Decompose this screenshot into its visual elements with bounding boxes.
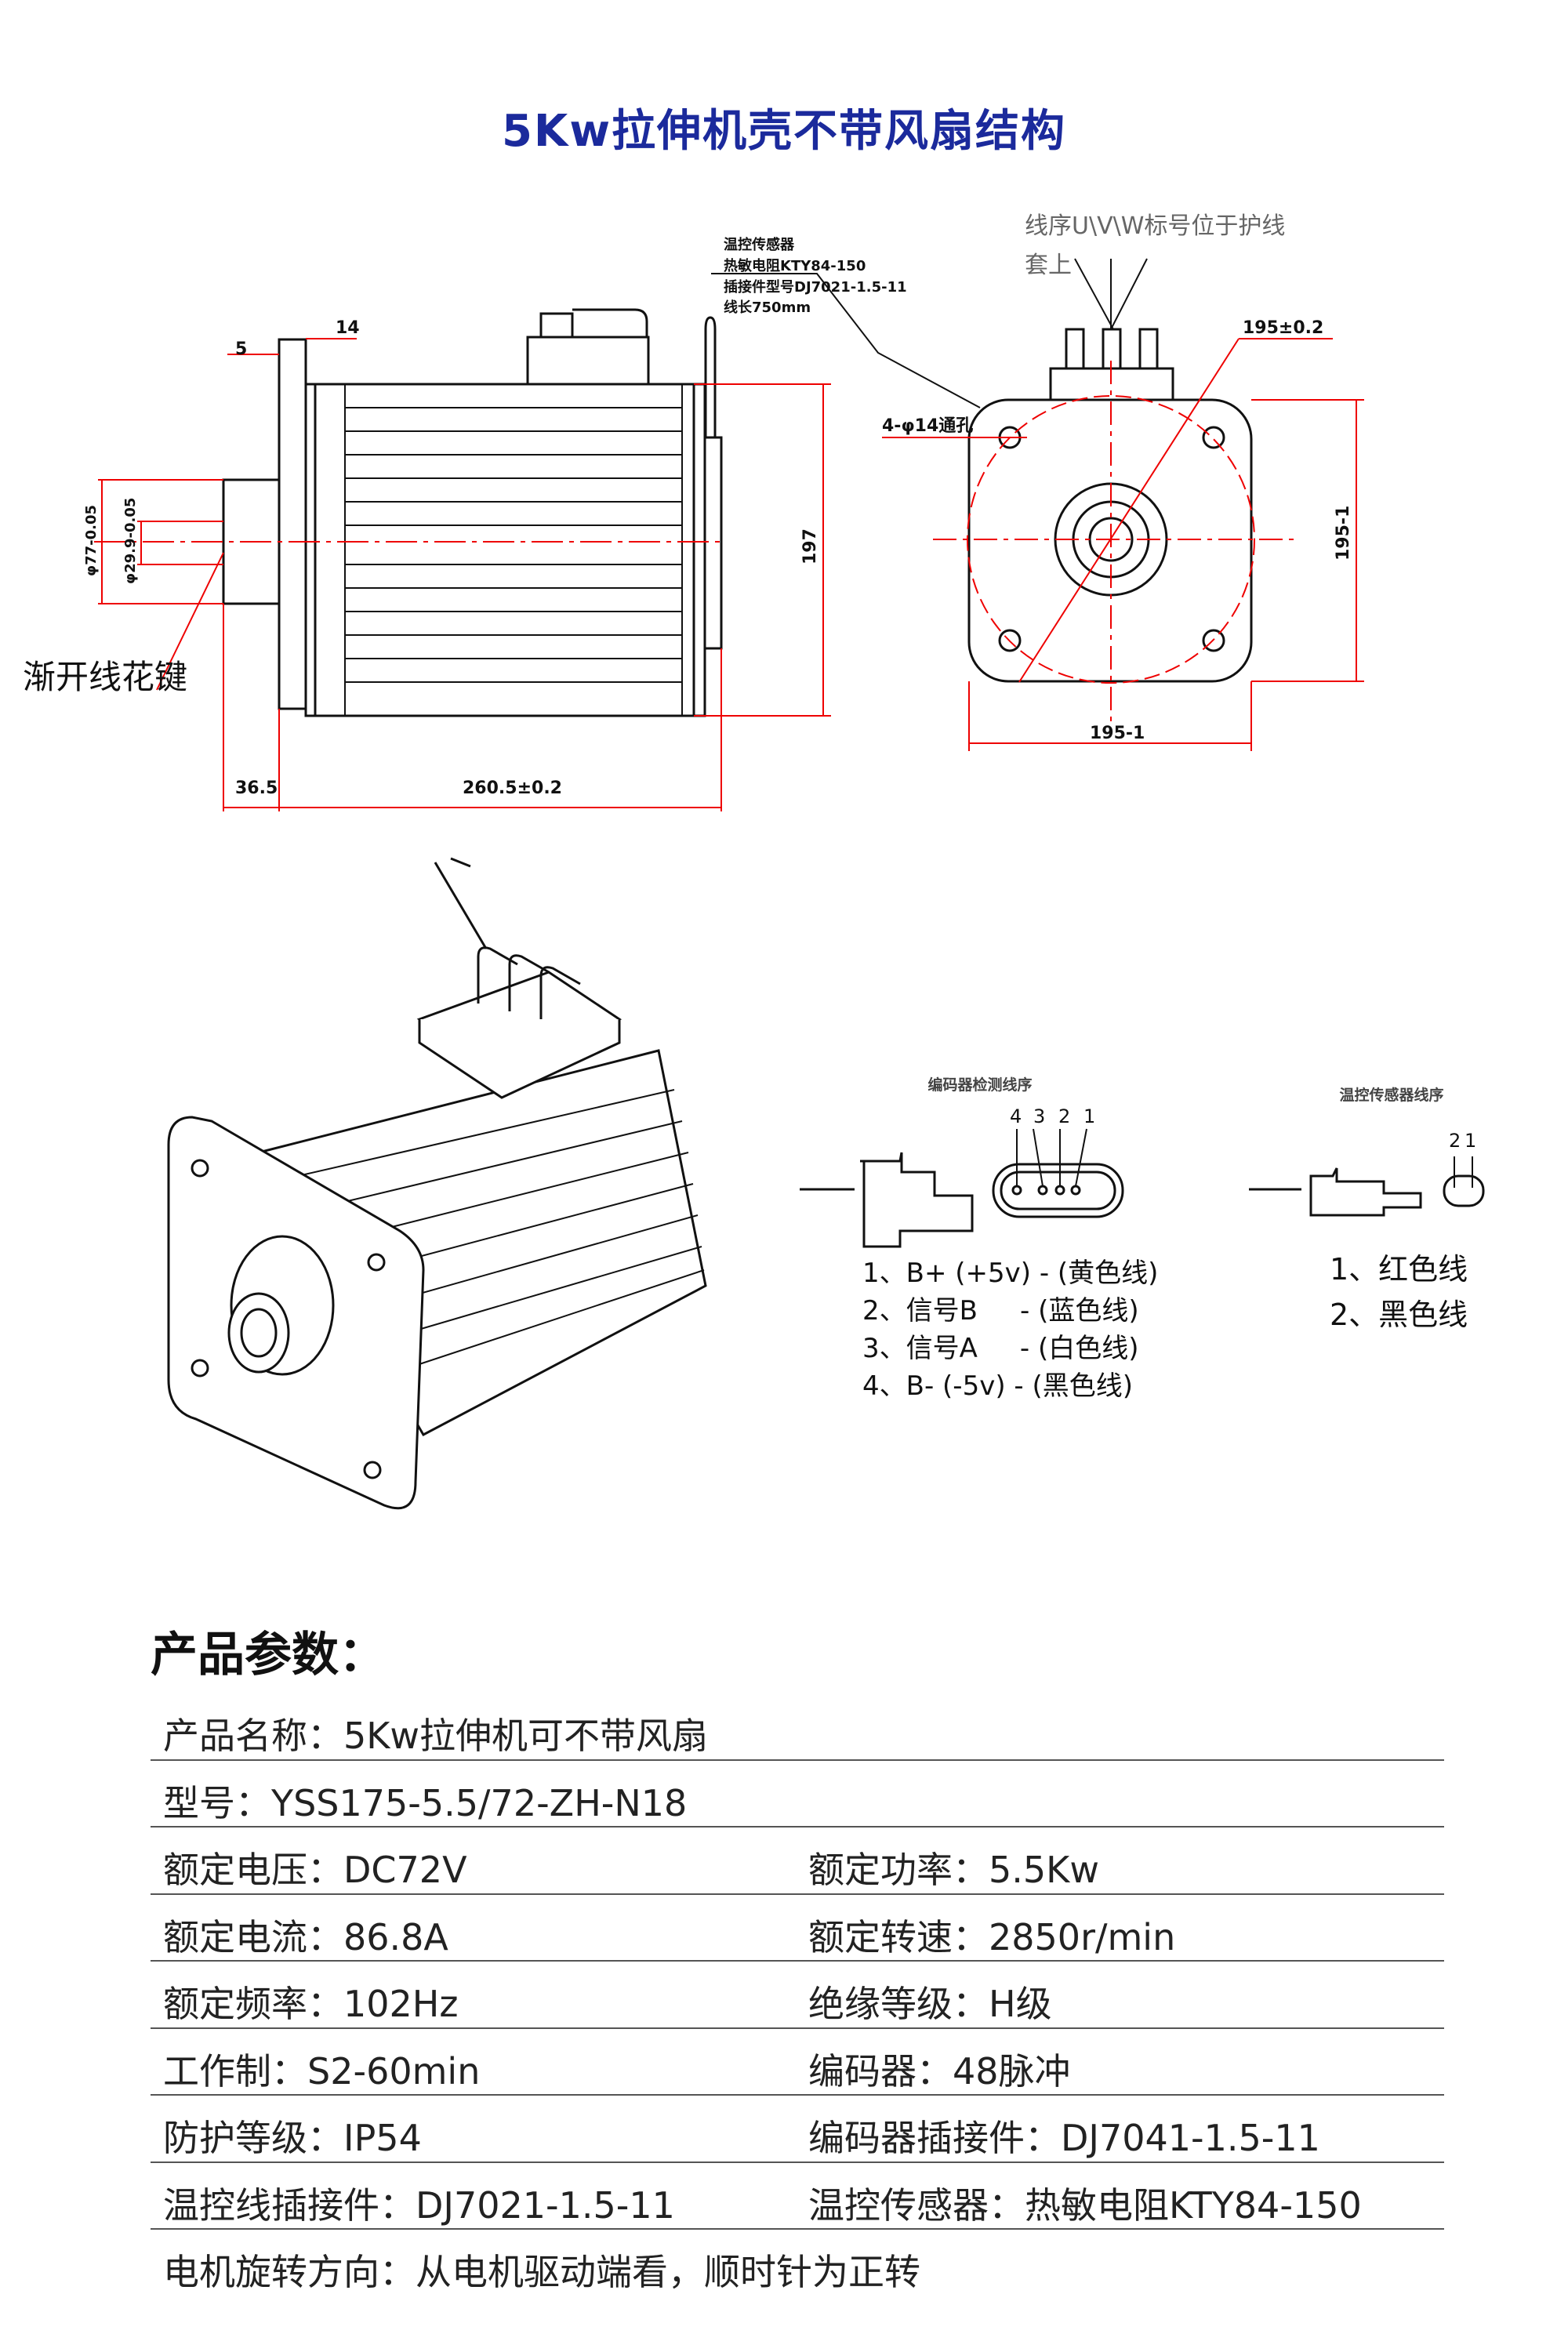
- param-cell: 绝缘等级：H级: [808, 1983, 1052, 2025]
- dim-phi29-9: φ29.9-0.05: [122, 498, 139, 584]
- temp-pin-label: 2: [1449, 1130, 1461, 1152]
- param-cell: 电机旋转方向：从电机驱动端看，顺时针为正转: [163, 2251, 920, 2293]
- side-view-dimensions: [94, 338, 831, 811]
- param-cell: 温控线插接件：DJ7021-1.5-11: [163, 2183, 675, 2227]
- encoder-wire-2: 2、信号B - (蓝色线): [862, 1295, 1139, 1327]
- temp-sensor-title: 温控传感器线序: [1339, 1086, 1443, 1104]
- dim-260-5: 260.5±0.2: [463, 779, 562, 798]
- encoder-connector-diagram: [800, 1128, 1124, 1248]
- dim-195-width: 195-1: [1090, 724, 1145, 743]
- encoder-pin-label: 1: [1083, 1105, 1095, 1127]
- sensor-note-line: 线长750mm: [724, 299, 811, 316]
- dim-36-5: 36.5: [235, 779, 278, 798]
- end-view-dimensions: [882, 338, 1364, 751]
- param-cell: 型号：YSS175-5.5/72-ZH-N18: [163, 1781, 688, 1824]
- table-row: 工作制：S2-60min 编码器：48脉冲: [151, 2029, 1444, 2096]
- params-table: 产品名称：5Kw拉伸机可不带风扇 型号：YSS175-5.5/72-ZH-N18…: [151, 1693, 1444, 2296]
- page-title: 5Kw拉伸机壳不带风扇结构: [501, 106, 1067, 157]
- encoder-pin-label: 3: [1033, 1105, 1045, 1127]
- encoder-pin-label: 4: [1010, 1105, 1022, 1127]
- param-cell: 额定转速：2850r/min: [808, 1915, 1176, 1958]
- dim-5: 5: [235, 339, 247, 359]
- temp-pin-label: 1: [1465, 1130, 1476, 1152]
- temp-wire-1: 1、红色线: [1330, 1252, 1468, 1287]
- param-cell: 额定功率：5.5Kw: [808, 1849, 1099, 1891]
- encoder-wire-4: 4、B- (-5v) - (黑色线): [862, 1370, 1133, 1402]
- motor-side-view: [222, 308, 723, 717]
- dim-14: 14: [336, 318, 360, 338]
- table-row: 额定电流：86.8A 额定转速：2850r/min: [151, 1895, 1444, 1962]
- sensor-note-line: 热敏电阻KTY84-150: [724, 257, 866, 274]
- param-cell: 温控传感器：热敏电阻KTY84-150: [808, 2183, 1362, 2227]
- encoder-wire-1: 1、B+ (+5v) - (黄色线): [862, 1258, 1158, 1289]
- table-row: 额定电压：DC72V 额定功率：5.5Kw: [151, 1828, 1444, 1895]
- dim-195-pcd: 195±0.2: [1243, 318, 1323, 338]
- holes-label: 4-φ14通孔: [882, 416, 973, 436]
- sensor-note-line: 温控传感器: [724, 236, 795, 253]
- dim-197: 197: [800, 528, 820, 564]
- param-cell: 额定频率：102Hz: [163, 1983, 459, 2025]
- param-cell: 产品名称：5Kw拉伸机可不带风扇: [163, 1715, 709, 1757]
- dim-195-height: 195-1: [1334, 506, 1353, 561]
- table-row: 产品名称：5Kw拉伸机可不带风扇: [151, 1693, 1444, 1761]
- param-cell: 防护等级：IP54: [163, 2117, 422, 2159]
- table-row: 防护等级：IP54 编码器插接件：DJ7041-1.5-11: [151, 2096, 1444, 2163]
- phase-note-line: 套上: [1025, 252, 1072, 279]
- temp-sensor-connector-diagram: [1249, 1156, 1485, 1217]
- sensor-cable: [711, 273, 981, 408]
- param-cell: 编码器插接件：DJ7041-1.5-11: [808, 2117, 1320, 2159]
- motor-isometric-view: [167, 857, 707, 1510]
- table-row: 额定频率：102Hz 绝缘等级：H级: [151, 1962, 1444, 2029]
- param-cell: 额定电压：DC72V: [163, 1849, 467, 1891]
- encoder-title: 编码器检测线序: [927, 1076, 1032, 1094]
- param-cell: 编码器：48脉冲: [808, 2049, 1071, 2092]
- temp-wire-2: 2、黑色线: [1330, 1298, 1468, 1332]
- param-cell: 工作制：S2-60min: [163, 2049, 481, 2092]
- param-cell: 额定电流：86.8A: [163, 1915, 448, 1958]
- table-row: 温控线插接件：DJ7021-1.5-11 温控传感器：热敏电阻KTY84-150: [151, 2163, 1444, 2230]
- sensor-note-line: 插接件型号DJ7021-1.5-11: [724, 278, 907, 296]
- table-row: 电机旋转方向：从电机驱动端看，顺时针为正转: [151, 2230, 1444, 2296]
- table-row: 型号：YSS175-5.5/72-ZH-N18: [151, 1761, 1444, 1828]
- encoder-pin-label: 2: [1058, 1105, 1070, 1127]
- encoder-wire-3: 3、信号A - (白色线): [862, 1333, 1139, 1364]
- spline-label: 渐开线花键: [23, 658, 187, 696]
- dim-phi77: φ77-0.05: [83, 505, 100, 576]
- params-heading: 产品参数：: [151, 1628, 386, 1682]
- phase-note-line: 线序U\V\W标号位于护线: [1025, 212, 1285, 240]
